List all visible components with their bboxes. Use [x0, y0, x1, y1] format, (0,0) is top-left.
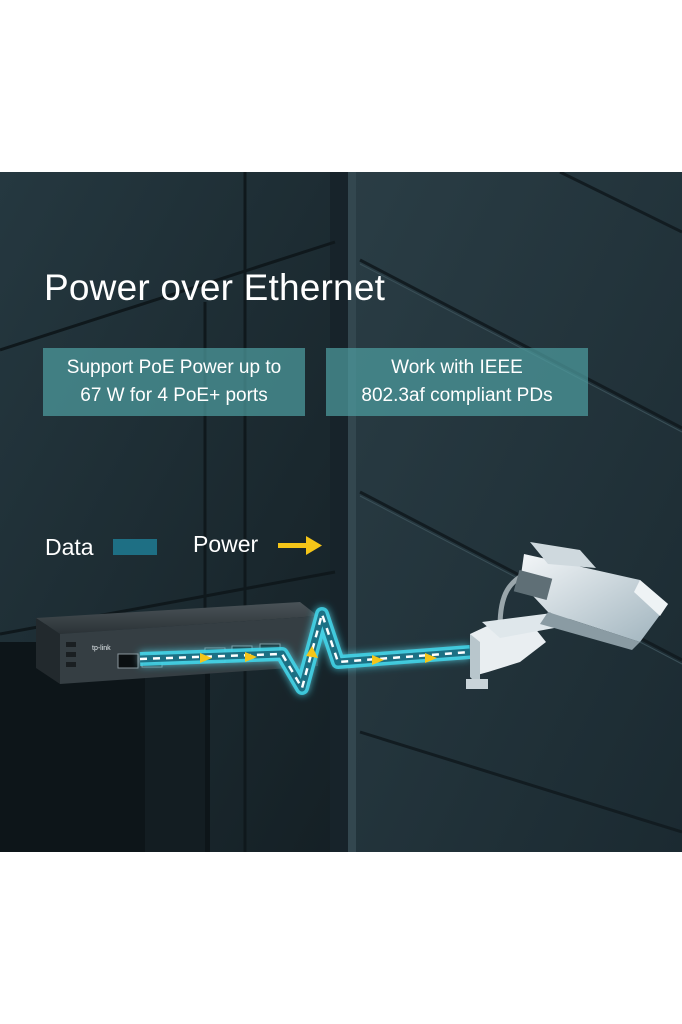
power-arrow-icon: [278, 536, 322, 555]
power-flow-arrows: [200, 646, 437, 665]
feature-line: Work with IEEE: [391, 357, 523, 378]
security-camera-illustration: [466, 542, 668, 689]
page-title: Power over Ethernet: [44, 267, 386, 308]
data-line-swatch: [113, 539, 157, 555]
legend-data-label: Data: [45, 534, 94, 560]
building-background: tp-link: [0, 172, 682, 852]
feature-line: Support PoE Power up to: [66, 357, 282, 378]
feature-ieee-compliance: Work with IEEE 802.3af compliant PDs: [326, 348, 588, 416]
poe-hero-banner: tp-link Power ov: [0, 172, 682, 852]
feature-line: 802.3af compliant PDs: [361, 385, 553, 406]
switch-brand: tp-link: [92, 645, 111, 652]
legend-power-label: Power: [193, 531, 259, 557]
feature-line: 67 W for 4 PoE+ ports: [80, 385, 268, 406]
feature-poe-budget: Support PoE Power up to 67 W for 4 PoE+ …: [43, 348, 305, 416]
